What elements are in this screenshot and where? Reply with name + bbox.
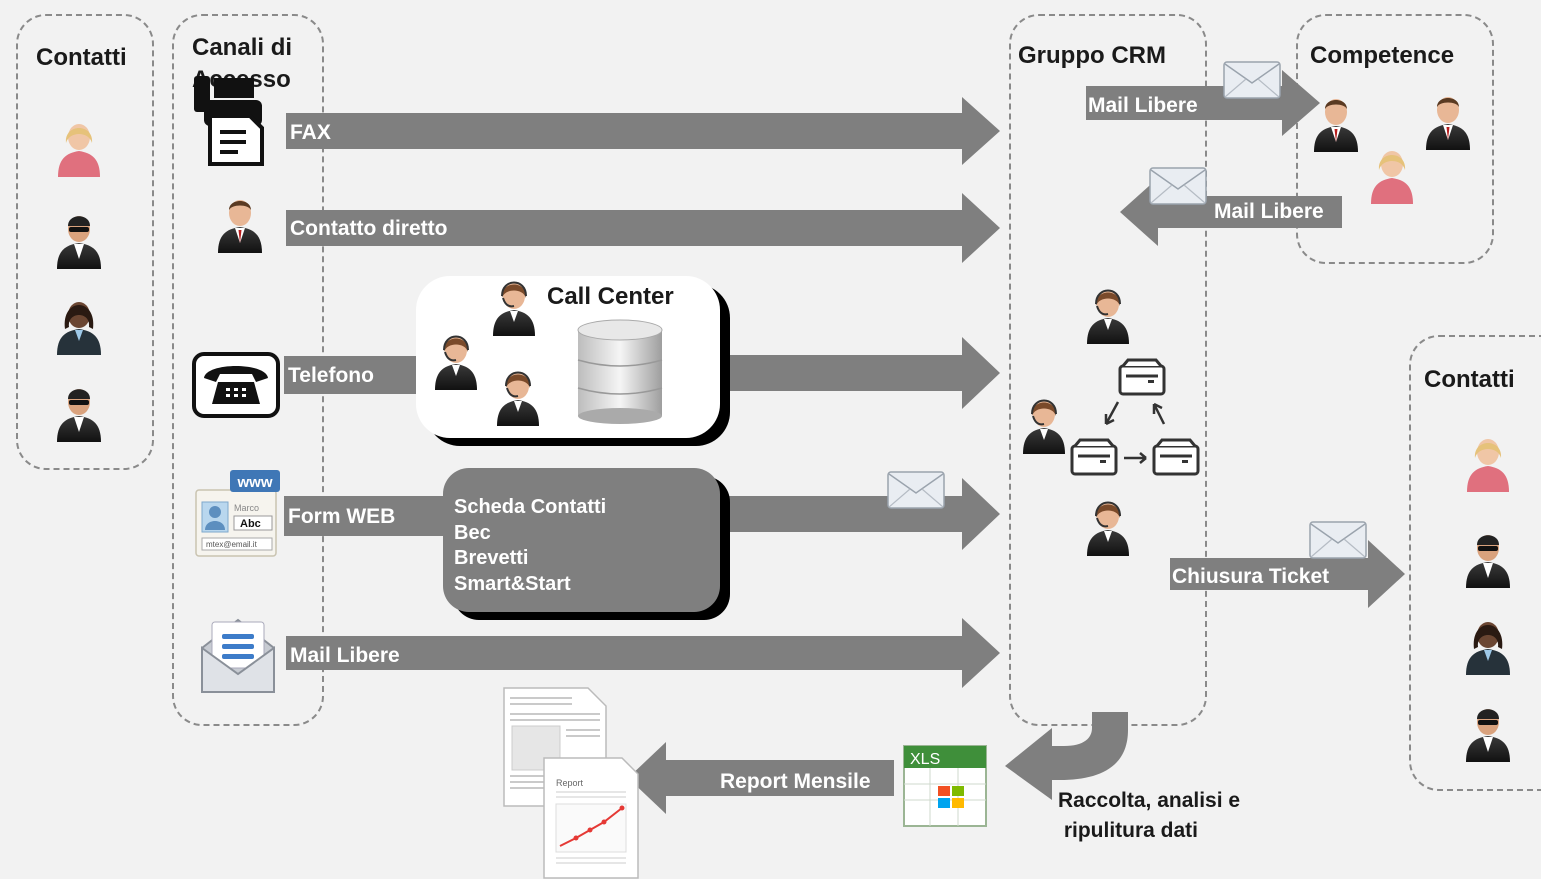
contact-woman-icon	[1467, 439, 1509, 492]
telephone-icon	[192, 352, 280, 418]
chiusura-ticket-label: Chiusura Ticket	[1172, 565, 1330, 588]
crm-agent-icon	[1086, 289, 1130, 345]
report-mensile-arrow	[628, 742, 894, 814]
crm-agent-icon	[1022, 399, 1066, 455]
mail-libere-arrow	[286, 618, 1000, 688]
competence-man-icon	[1426, 97, 1470, 150]
web-form-icon: www Marco Abc mtex@email.it	[195, 470, 280, 557]
contact-woman-dark-icon	[1466, 622, 1510, 675]
contact-man-shades-icon	[57, 389, 101, 442]
contact-man-shades-icon	[1466, 535, 1510, 588]
call-center-agent-icon	[492, 281, 536, 337]
form-email-text: mtex@email.it	[206, 540, 258, 549]
tray-icon	[1118, 358, 1166, 396]
chiusura-ticket-arrow	[1170, 540, 1405, 608]
excel-icon: XLS	[903, 745, 987, 827]
contatti-right-title: Contatti	[1424, 366, 1515, 393]
envelope-icon	[1149, 167, 1207, 205]
gruppo-crm-title: Gruppo CRM	[1018, 42, 1166, 69]
contact-woman-dark-icon	[57, 302, 101, 355]
form-list: Scheda Contatti Bec Brevetti Smart&Start	[454, 495, 606, 597]
form-abc-text: Abc	[240, 518, 261, 530]
competence-woman-icon	[1371, 151, 1413, 204]
report-mensile-label: Report Mensile	[720, 770, 871, 793]
mail-libere-label: Mail Libere	[290, 644, 400, 667]
competence-man-icon	[1314, 99, 1358, 152]
raccolta-curved-arrow	[1005, 712, 1128, 800]
contact-man-shades-icon	[1466, 709, 1510, 762]
contact-man-shades-icon	[57, 216, 101, 269]
telefono-label: Telefono	[288, 364, 374, 387]
form-web-label: Form WEB	[288, 505, 396, 528]
envelope-icon	[1223, 61, 1281, 99]
contatto-diretto-person-icon	[218, 200, 262, 253]
form-list-item: Smart&Start	[454, 572, 571, 595]
report-documents-icon: Report	[503, 687, 639, 879]
mail-from-competence-label: Mail Libere	[1214, 200, 1324, 223]
crm-agent-icon	[1086, 501, 1130, 557]
form-list-item: Brevetti	[454, 547, 529, 569]
contatto-diretto-label: Contatto diretto	[290, 217, 448, 240]
call-center-agent-icon	[434, 335, 478, 391]
envelope-icon	[1309, 521, 1367, 559]
envelope-icon	[887, 471, 945, 509]
fax-icon	[194, 76, 264, 166]
call-center-out-arrow	[728, 337, 1000, 409]
contact-woman-icon	[58, 124, 100, 177]
raccolta-label: Raccolta, analisi e ripulitura dati	[1058, 789, 1241, 842]
call-center-title: Call Center	[547, 283, 674, 310]
form-name-text: Marco	[234, 503, 259, 513]
xls-label: XLS	[910, 751, 940, 768]
mail-to-competence-label: Mail Libere	[1088, 94, 1198, 117]
call-center-agent-icon	[496, 371, 540, 427]
form-web-arrow	[284, 496, 448, 536]
contatti-right-panel	[1409, 335, 1541, 791]
mail-from-competence-arrow	[1120, 178, 1342, 246]
call-center-box	[416, 276, 720, 438]
form-list-item: Bec	[454, 521, 491, 544]
open-mail-icon	[201, 618, 275, 693]
contatto-diretto-arrow	[286, 193, 1000, 263]
form-web-box	[443, 468, 720, 612]
tray-icon	[1152, 438, 1200, 476]
www-label: www	[236, 474, 272, 491]
form-list-item: Scheda Contatti	[454, 496, 607, 518]
report-doc-title: Report	[556, 778, 584, 788]
telefono-arrow	[284, 356, 420, 394]
database-icon	[577, 319, 663, 424]
competence-title: Competence	[1310, 42, 1455, 69]
contatti-left-title: Contatti	[36, 44, 127, 71]
fax-arrow	[286, 97, 1000, 165]
tray-icon	[1070, 438, 1118, 476]
workflow-arrows	[1104, 401, 1166, 464]
fax-label: FAX	[290, 121, 331, 144]
